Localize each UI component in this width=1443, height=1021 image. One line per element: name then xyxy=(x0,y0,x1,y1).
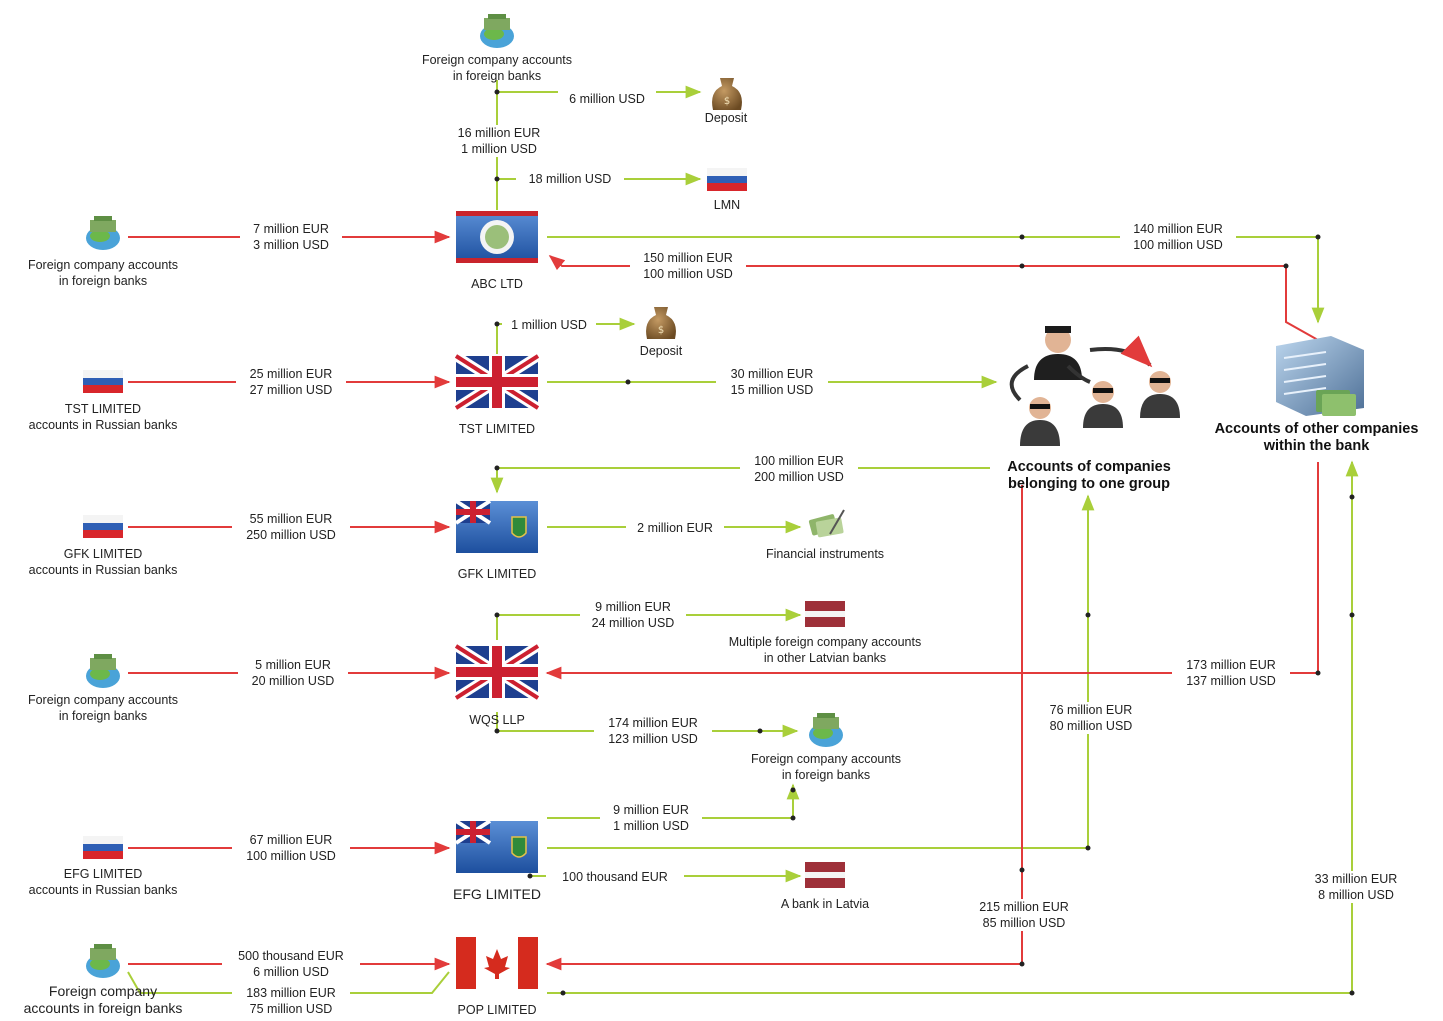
node-label-abc-ltd: ABC LTD xyxy=(471,277,523,291)
node-label-efg-limited: EFG LIMITED xyxy=(453,886,541,902)
node-label-pop-limited: POP LIMITED xyxy=(457,1003,537,1017)
node-label-latvian-multiple: Multiple foreign company accounts in oth… xyxy=(728,635,922,665)
svg-text:$: $ xyxy=(724,96,730,107)
bank-building-icon xyxy=(1276,336,1364,416)
flow-label: 174 million EUR 123 million USD xyxy=(594,715,712,747)
uk-flag-icon xyxy=(453,351,541,413)
node-label-foreign-accounts-top: Foreign company accounts in foreign bank… xyxy=(421,53,573,83)
flow-label: 140 million EUR 100 million USD xyxy=(1120,221,1236,253)
flow-label: 2 million EUR xyxy=(626,520,724,536)
flow-label: 30 million EUR 15 million USD xyxy=(716,366,828,398)
russia-flag-icon xyxy=(707,168,747,191)
node-label-other-companies: Accounts of other companies within the b… xyxy=(1214,421,1419,454)
globe-money-icon xyxy=(809,713,843,747)
flow-label: 173 million EUR 137 million USD xyxy=(1172,657,1290,689)
russia-flag-icon xyxy=(83,370,123,393)
flow-label: 9 million EUR 1 million USD xyxy=(600,802,702,834)
flow-label: 18 million USD xyxy=(516,171,624,187)
flow-label: 150 million EUR 100 million USD xyxy=(630,250,746,282)
uk-flag-icon xyxy=(453,641,541,703)
flow-label: 215 million EUR 85 million USD xyxy=(966,899,1082,931)
flow-label: 100 thousand EUR xyxy=(546,869,684,885)
flow-label: 9 million EUR 24 million USD xyxy=(580,599,686,631)
flow-label: 76 million EUR 80 million USD xyxy=(1036,702,1146,734)
financial-instruments-icon xyxy=(808,509,845,538)
flow-label: 7 million EUR 3 million USD xyxy=(240,221,342,253)
flow-label: 25 million EUR 27 million USD xyxy=(236,366,346,398)
flow-label: 6 million USD xyxy=(558,91,656,107)
globe-money-icon xyxy=(86,654,120,688)
flow-label: 5 million EUR 20 million USD xyxy=(238,657,348,689)
bvi-flag-icon xyxy=(454,499,538,553)
node-label-tst-limited: TST LIMITED xyxy=(458,422,536,436)
money-sack-icon: $ xyxy=(712,78,742,110)
people-group-icon xyxy=(1009,326,1180,446)
flow-label: 67 million EUR 100 million USD xyxy=(232,832,350,864)
junction-dots xyxy=(494,89,1355,996)
node-label-foreign-accounts-pop: Foreign company accounts in foreign bank… xyxy=(23,983,183,1016)
globe-money-icon xyxy=(86,216,120,250)
latvia-flag-icon xyxy=(805,601,845,627)
globe-money-icon xyxy=(86,944,120,978)
russia-flag-icon xyxy=(83,836,123,859)
bvi-flag-icon xyxy=(454,819,538,873)
node-label-foreign-accounts-wqs: Foreign company accounts in foreign bank… xyxy=(27,693,179,723)
globe-money-icon xyxy=(480,14,514,48)
node-label-lmn: LMN xyxy=(713,198,741,212)
flow-label: 183 million EUR 75 million USD xyxy=(232,985,350,1017)
node-label-tst-source: TST LIMITED accounts in Russian banks xyxy=(28,402,178,432)
node-label-wqs-llp: WQS LLP xyxy=(469,713,525,727)
node-label-gfk-limited: GFK LIMITED xyxy=(457,567,537,581)
flow-label: 1 million USD xyxy=(502,317,596,333)
node-label-financial-instruments: Financial instruments xyxy=(765,547,885,561)
flow-label: 500 thousand EUR 6 million USD xyxy=(222,948,360,980)
latvia-flag-icon xyxy=(805,862,845,888)
node-label-group-accounts: Accounts of companies belonging to one g… xyxy=(1007,459,1171,492)
money-sack-icon: $ xyxy=(646,307,676,339)
svg-text:$: $ xyxy=(658,325,664,336)
russia-flag-icon xyxy=(83,515,123,538)
canada-flag-icon xyxy=(456,937,538,989)
abc-ltd-flag-icon xyxy=(456,211,538,263)
node-label-efg-source: EFG LIMITED accounts in Russian banks xyxy=(28,867,178,897)
node-label-foreign-accounts-wqs-out: Foreign company accounts in foreign bank… xyxy=(750,752,902,782)
node-label-foreign-accounts-abc: Foreign company accounts in foreign bank… xyxy=(27,258,179,288)
node-label-deposit-tst: Deposit xyxy=(639,344,683,358)
flow-label: 55 million EUR 250 million USD xyxy=(232,511,350,543)
flow-label: 100 million EUR 200 million USD xyxy=(740,453,858,485)
node-label-deposit-top: Deposit xyxy=(704,111,748,125)
node-label-gfk-source: GFK LIMITED accounts in Russian banks xyxy=(28,547,178,577)
flow-label: 33 million EUR 8 million USD xyxy=(1300,871,1412,903)
node-label-bank-in-latvia: A bank in Latvia xyxy=(780,897,870,911)
flow-label: 16 million EUR 1 million USD xyxy=(442,125,556,157)
